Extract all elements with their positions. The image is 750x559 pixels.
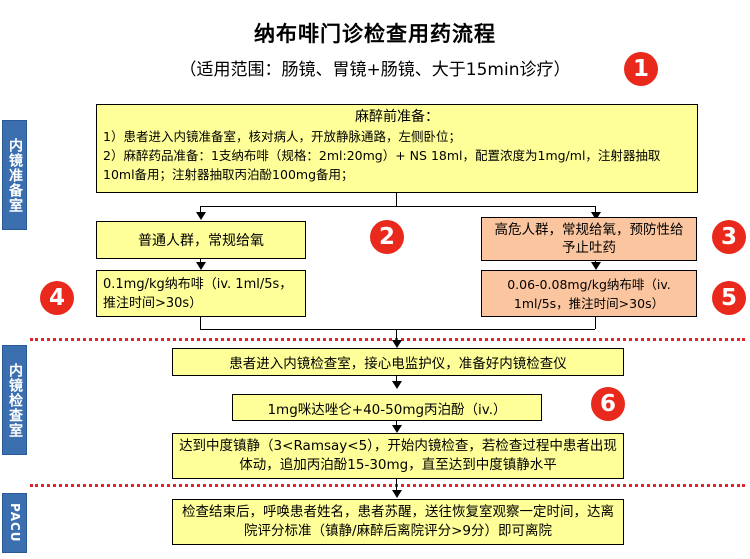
enter-exam-box: 患者进入内镜检查室，接心电监护仪，准备好内镜检查仪: [172, 348, 624, 376]
connector: [200, 206, 201, 213]
arrow-icon: [196, 262, 206, 270]
high-risk-dose-box: 0.06-0.08mg/kg纳布啡（iv. 1ml/5s，推注时间>30s）: [481, 270, 697, 317]
badge-1: 1: [624, 52, 658, 86]
connector: [200, 206, 595, 207]
connector: [595, 206, 596, 213]
arrow-icon: [392, 340, 402, 348]
divider-prep-exam: [30, 338, 745, 341]
normal-dose-box: 0.1mg/kg纳布啡（iv. 1ml/5s，推注时间>30s）: [96, 270, 306, 317]
page-subtitle: （适用范围：肠镜、胃镜+肠镜、大于15min诊疗）: [179, 60, 571, 80]
normal-group-box: 普通人群，常规给氧: [96, 221, 306, 259]
badge-3: 3: [712, 220, 746, 254]
page-title: 纳布啡门诊检查用药流程: [254, 22, 496, 46]
badge-4: 4: [40, 281, 74, 315]
connector: [396, 193, 397, 206]
connector: [396, 479, 397, 491]
connector: [200, 329, 595, 330]
recovery-box: 检查结束后，呼唤患者姓名，患者苏醒，送往恢复室观察一定时间，达离院评分标准（镇静…: [172, 499, 624, 545]
badge-2: 2: [370, 220, 404, 254]
pre-anesthesia-line2: 2）麻醉药品准备：1支纳布啡（规格：2ml:20mg）+ NS 18ml，配置浓…: [103, 148, 661, 182]
connector: [200, 317, 201, 329]
arrow-icon: [392, 425, 402, 433]
high-risk-group-box: 高危人群，常规给氧，预防性给予止吐药: [481, 217, 697, 261]
divider-exam-pacu: [30, 484, 745, 487]
arrow-icon: [392, 381, 402, 389]
connector: [396, 329, 397, 341]
badge-5: 5: [712, 281, 746, 315]
arrow-icon: [591, 262, 601, 270]
connector: [396, 421, 397, 426]
connector: [595, 317, 596, 329]
side-label-pacu: PACU: [2, 493, 27, 553]
connector: [396, 376, 397, 382]
arrow-icon: [196, 212, 206, 220]
arrow-icon: [392, 490, 402, 498]
sedation-box: 达到中度镇静（3<Ramsay<5），开始内镜检查，若检查过程中患者出现体动，追…: [172, 433, 624, 479]
connector: [200, 259, 201, 263]
midazolam-box: 1mg咪达唑仑+40-50mg丙泊酚（iv.）: [232, 394, 542, 421]
pre-anesthesia-box: 麻醉前准备： 1）患者进入内镜准备室，核对病人，开放静脉通路，左侧卧位； 2）麻…: [96, 104, 698, 193]
side-label-exam: 内镜检查室: [2, 345, 27, 455]
badge-6: 6: [591, 387, 625, 421]
pre-anesthesia-line1: 1）患者进入内镜准备室，核对病人，开放静脉通路，左侧卧位；: [103, 129, 461, 144]
arrow-icon: [591, 212, 601, 220]
pre-anesthesia-title: 麻醉前准备：: [355, 109, 439, 125]
side-label-prep: 内镜准备室: [2, 120, 27, 230]
